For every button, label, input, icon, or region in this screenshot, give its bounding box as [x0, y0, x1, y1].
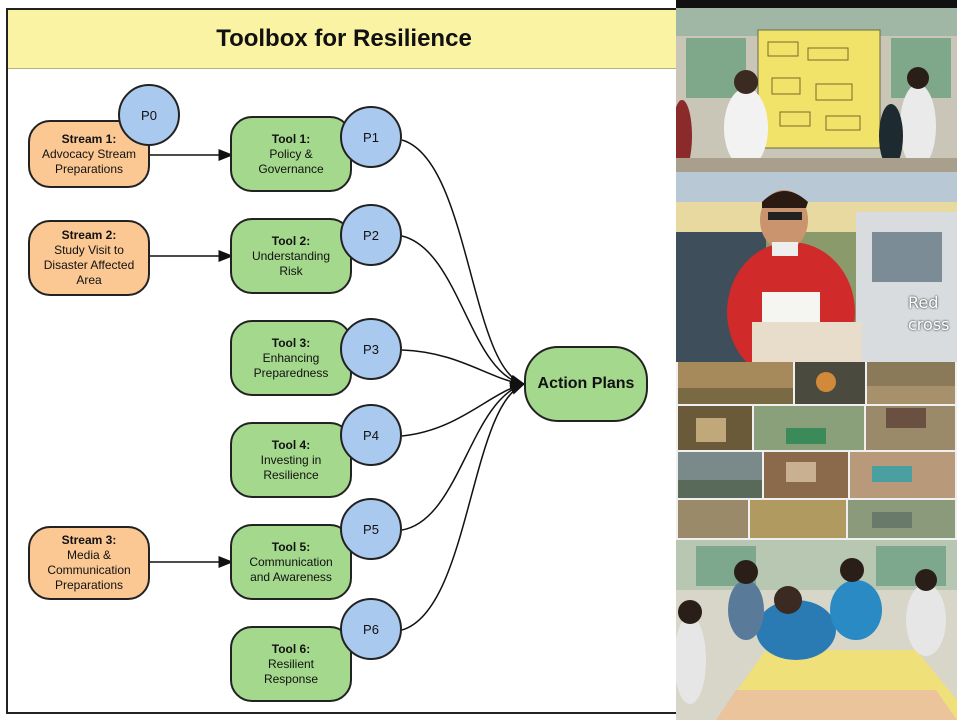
tool-1-node: Tool 1: Policy & Governance: [230, 116, 352, 192]
stream-3-head: Stream 3:: [61, 533, 117, 547]
tool-2-head: Tool 2:: [271, 233, 311, 248]
photo-red-cross-volunteer: [676, 172, 957, 362]
tool-5-body: Communication and Awareness: [249, 554, 333, 584]
stream-2-node: Stream 2: Study Visit to Disaster Affect…: [28, 220, 150, 296]
curve-p6-action: [401, 383, 526, 631]
photo-workshop-board: [676, 8, 957, 172]
tool-4-body: Investing in Resilience: [260, 452, 322, 482]
tool-6-head: Tool 6:: [271, 641, 311, 656]
stream-2-body: Study Visit to Disaster Affected Area: [43, 243, 135, 287]
curve-p4-action: [401, 381, 526, 437]
curve-p1-action: [401, 139, 526, 387]
stream-1-body: Advocacy Stream Preparations: [41, 146, 137, 176]
diagram-panel: Toolbox for Resilience Stream 1: Advocac…: [6, 8, 682, 714]
tool-6-body: Resilient Response: [263, 656, 319, 686]
diagram-title: Toolbox for Resilience: [8, 10, 680, 69]
photo-flood-grid: [676, 362, 957, 540]
tool-4-node: Tool 4: Investing in Resilience: [230, 422, 352, 498]
action-plans-node: Action Plans: [524, 346, 648, 422]
p2-circle: P2: [340, 204, 402, 266]
stream-3-node: Stream 3: Media & Communication Preparat…: [28, 526, 150, 600]
connectors: [150, 139, 526, 631]
p6-circle: P6: [340, 598, 402, 660]
p3-circle: P3: [340, 318, 402, 380]
tool-2-node: Tool 2: Understanding Risk: [230, 218, 352, 294]
tool-1-head: Tool 1:: [271, 131, 311, 146]
stream-2-head: Stream 2:: [61, 228, 117, 242]
photo-youth-workshop: [676, 540, 957, 720]
tool-3-node: Tool 3: Enhancing Preparedness: [230, 320, 352, 396]
tool-1-body: Policy & Governance: [258, 146, 324, 176]
stream-3-body: Media & Communication Preparations: [47, 548, 131, 592]
tool-5-head: Tool 5:: [271, 539, 311, 554]
tool-5-node: Tool 5: Communication and Awareness: [230, 524, 352, 600]
p1-circle: P1: [340, 106, 402, 168]
p4-circle: P4: [340, 404, 402, 466]
tool-4-head: Tool 4:: [271, 437, 311, 452]
tool-6-node: Tool 6: Resilient Response: [230, 626, 352, 702]
curve-p3-action: [401, 349, 526, 389]
stream-1-head: Stream 1:: [61, 131, 117, 146]
tool-3-head: Tool 3:: [271, 335, 311, 350]
curve-p2-action: [401, 235, 526, 388]
red-cross-caption: Red cross: [908, 293, 950, 334]
curve-p5-action: [401, 382, 526, 531]
p0-circle: P0: [118, 84, 180, 146]
photo-collage: Red cross: [676, 0, 957, 720]
tool-3-body: Enhancing Preparedness: [253, 350, 329, 380]
tool-2-body: Understanding Risk: [251, 248, 331, 278]
p5-circle: P5: [340, 498, 402, 560]
